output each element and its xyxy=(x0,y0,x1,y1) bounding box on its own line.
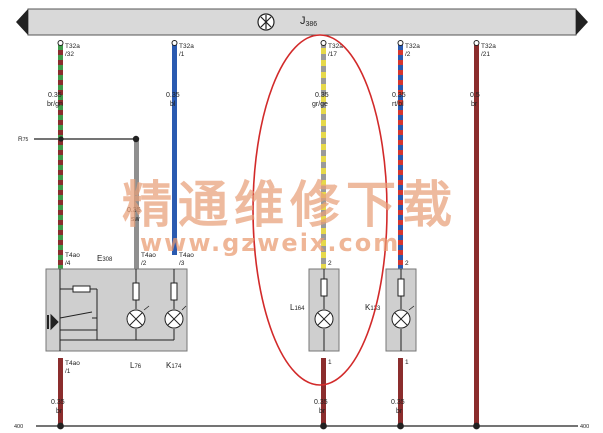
left-arrow-icon xyxy=(16,9,28,35)
ground-label-right: 400 xyxy=(580,424,589,430)
l164-pin-top: 2 xyxy=(328,260,332,267)
conn-e308-1-no: /4 xyxy=(65,260,71,267)
pin-circle xyxy=(57,40,64,46)
wire-sw xyxy=(134,139,139,269)
wire-size-w1: 0.35 xyxy=(48,92,62,99)
wire-size-w5: 0.5 xyxy=(470,92,480,99)
pin-no-w5: /21 xyxy=(481,51,490,58)
highlight-ellipse xyxy=(252,34,388,386)
wire-color-sw: sw xyxy=(131,216,141,223)
wire-bottom-k133 xyxy=(398,358,403,426)
k174-label: K174 xyxy=(166,361,182,370)
ground-label-left: 400 xyxy=(14,424,23,430)
wire-bottom-e308 xyxy=(58,358,63,426)
pin-label-w1: T32a xyxy=(65,43,80,50)
bottom-labels: 0.35 br 0.35 br 0.35 br xyxy=(51,399,405,415)
lamp-module-l164: 2 1 L164 xyxy=(290,260,340,366)
conn-e308-2-pin: T4ao xyxy=(141,252,156,259)
wire-br-main xyxy=(474,43,479,426)
wire-color-b1: br xyxy=(56,408,63,415)
pin-no-w2: /1 xyxy=(179,51,185,58)
k133-pin-top: 2 xyxy=(405,260,409,267)
pin-no-w3: /17 xyxy=(328,51,337,58)
bulb-icon xyxy=(126,305,150,329)
lamp-module-k133: 2 1 K133 xyxy=(365,260,417,366)
k133-label: K133 xyxy=(365,303,381,312)
pin-no-w1: /32 xyxy=(65,51,74,58)
wire-size-w2: 0.35 xyxy=(166,92,180,99)
watermark-url: www.gzweix.com xyxy=(140,229,400,257)
pin-label-w5: T32a xyxy=(481,43,496,50)
wire-color-b3: br xyxy=(396,408,403,415)
bulb-icon xyxy=(314,309,334,329)
cogwheel-icon xyxy=(257,13,275,31)
wire-gr-ge xyxy=(321,43,326,269)
switch-module-e308: T4ao /4 E308 T4ao /2 T4ao /3 xyxy=(45,252,194,375)
pin-no-w4: /2 xyxy=(405,51,411,58)
junction-dot xyxy=(132,135,140,143)
wire-size-w4: 0.35 xyxy=(392,92,406,99)
wire-color-w2: bl xyxy=(170,101,176,108)
pin-circle xyxy=(320,40,327,46)
wire-size-b3: 0.35 xyxy=(391,399,405,406)
wire-size-b2: 0.35 xyxy=(314,399,328,406)
top-labels: T32a /32 T32a /1 T32a /17 T32a /2 T32a /… xyxy=(18,43,496,223)
wire-size-sw: 0.35 xyxy=(127,207,141,214)
bulb-icon xyxy=(391,305,415,329)
watermark: 精通维修下载 www.gzweix.com xyxy=(122,175,458,257)
junction-dot xyxy=(320,422,327,430)
wire-bottom-l164 xyxy=(321,358,326,426)
junction-dot xyxy=(57,422,64,430)
pin-circle xyxy=(473,40,480,46)
conn-e308-1-pin: T4ao xyxy=(65,252,80,259)
control-unit-bar: J386 xyxy=(16,8,588,36)
l164-label: L164 xyxy=(290,303,305,312)
junction-dot xyxy=(58,136,64,142)
junction-dot xyxy=(473,422,480,430)
junction-dot xyxy=(397,422,404,430)
conn-e308-bottom-pin: T4ao xyxy=(65,360,80,367)
wire-color-w5: br xyxy=(471,101,478,108)
conn-e308-3-pin: T4ao xyxy=(179,252,194,259)
ground-bus: 400 400 xyxy=(14,422,589,430)
l76-label: L76 xyxy=(130,361,142,370)
wire-bl xyxy=(172,43,177,255)
wire-color-w4: rt/bl xyxy=(392,101,404,108)
pin-label-w2: T32a xyxy=(179,43,194,50)
pin-circle xyxy=(397,40,404,46)
conn-e308-3-no: /3 xyxy=(179,260,185,267)
right-arrow-icon xyxy=(576,9,588,35)
pin-label-w3: T32a xyxy=(328,43,343,50)
wire-color-w1: br/gn xyxy=(47,101,63,108)
pin-circle xyxy=(171,40,178,46)
wire-size-b1: 0.35 xyxy=(51,399,65,406)
wire-br-gn xyxy=(58,43,63,275)
conn-e308-2-no: /2 xyxy=(141,260,147,267)
watermark-chinese: 精通维修下载 xyxy=(122,175,458,234)
conn-e308-bottom-no: /1 xyxy=(65,368,71,375)
wire-color-w3: gr/ge xyxy=(312,101,328,108)
e308-label: E308 xyxy=(97,254,113,263)
l164-pin-bottom: 1 xyxy=(328,359,332,366)
wire-size-w3: 0.35 xyxy=(315,92,329,99)
wire-rt-bl xyxy=(398,43,403,269)
pin-label-w4: T32a xyxy=(405,43,420,50)
bulb-icon xyxy=(164,305,187,329)
control-unit-label: J386 xyxy=(300,15,317,28)
k133-pin-bottom: 1 xyxy=(405,359,409,366)
wires xyxy=(34,40,480,426)
feed-label: R75 xyxy=(18,136,28,143)
wire-color-b2: br xyxy=(319,408,326,415)
